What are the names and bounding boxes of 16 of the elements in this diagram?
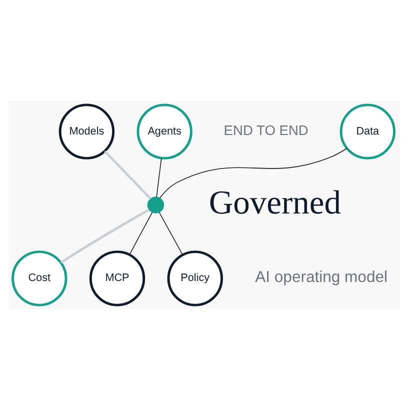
node-circle: Agents xyxy=(136,103,192,159)
connector xyxy=(60,208,150,264)
node-circle: Cost xyxy=(12,250,68,306)
label: END TO END xyxy=(224,122,308,138)
node-circle: Data xyxy=(340,103,396,159)
node-circle: Policy xyxy=(167,250,223,306)
label: Governed xyxy=(208,184,342,222)
node-circle: Models xyxy=(58,103,115,159)
connector xyxy=(104,150,152,200)
label: AI operating model xyxy=(255,268,388,286)
node-circle xyxy=(147,196,164,213)
connector xyxy=(156,157,162,197)
connector xyxy=(129,212,153,254)
connector xyxy=(158,212,184,255)
connector xyxy=(159,147,348,198)
node-circle: MCP xyxy=(89,250,146,306)
